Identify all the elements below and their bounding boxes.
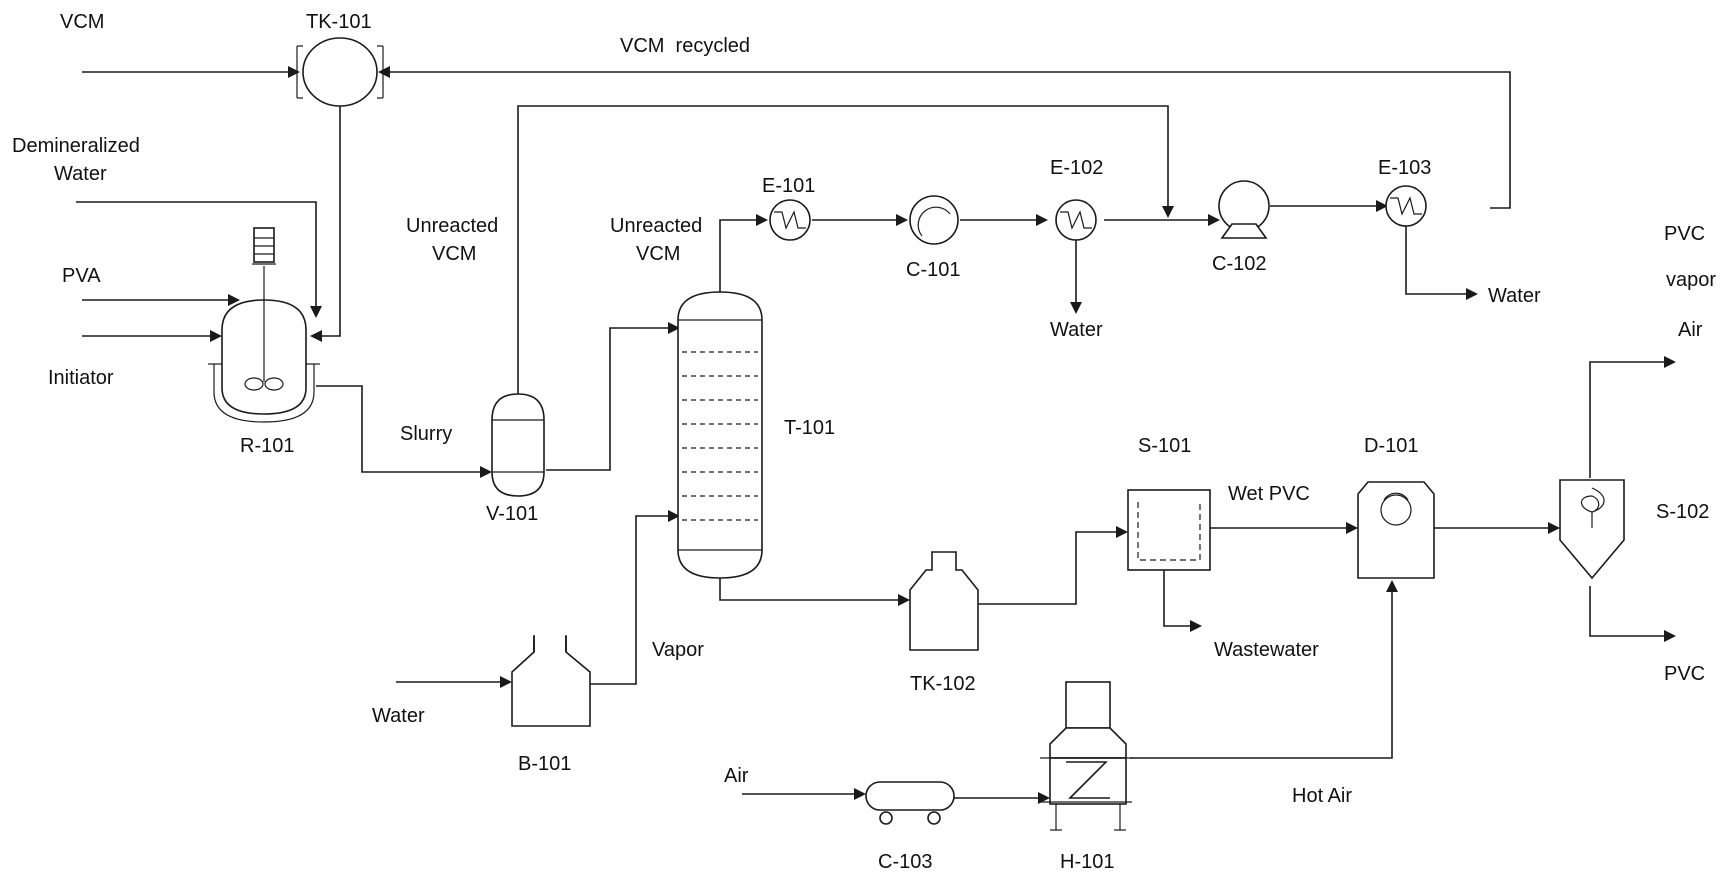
- stream-label-water-in: Water: [372, 705, 425, 727]
- stream-label-unreacted-top: Unreacted: [610, 215, 702, 237]
- stream-label-wastewater: Wastewater: [1214, 639, 1319, 661]
- label-e103: E-103: [1378, 157, 1431, 179]
- stream-lines: [76, 66, 1676, 804]
- stream-label-unreacted: Unreacted: [406, 215, 498, 237]
- stream-label-slurry: Slurry: [400, 423, 452, 445]
- stream-label-hot-air: Hot Air: [1292, 785, 1352, 807]
- label-h101: H-101: [1060, 851, 1114, 873]
- stream-label-pvc-out: PVC: [1664, 663, 1705, 685]
- label-d101: D-101: [1364, 435, 1418, 457]
- heat-exchanger-e101[interactable]: [769, 199, 811, 241]
- stream-label-air-out: Air: [1678, 319, 1703, 341]
- compressor-c101[interactable]: [909, 195, 959, 245]
- stream-label-initiator: Initiator: [48, 367, 114, 389]
- stream-label-unreacted-top-vcm: VCM: [636, 243, 680, 265]
- stream-label-water-e103: Water: [1488, 285, 1541, 307]
- label-c102: C-102: [1212, 253, 1266, 275]
- reactor-r101[interactable]: [208, 227, 320, 423]
- cyclone-s102[interactable]: [1559, 479, 1625, 580]
- stream-label-vcm: VCM: [60, 11, 104, 33]
- label-e102: E-102: [1050, 157, 1103, 179]
- label-b101: B-101: [518, 753, 571, 775]
- tank-tk102[interactable]: [909, 551, 979, 651]
- separator-s101[interactable]: [1127, 489, 1211, 571]
- label-tk102: TK-102: [910, 673, 976, 695]
- pump-c102[interactable]: [1218, 180, 1270, 239]
- boiler-b101[interactable]: [511, 620, 591, 727]
- stream-label-vapor: Vapor: [652, 639, 704, 661]
- stream-label-demineralized: Demineralized: [12, 135, 140, 157]
- blower-c103[interactable]: [865, 781, 955, 825]
- stream-label-unreacted-vcm: VCM: [432, 243, 476, 265]
- heat-exchanger-e102[interactable]: [1055, 199, 1097, 241]
- stream-label-pvc-vapor: PVC: [1664, 223, 1705, 245]
- stream-label-water-e102: Water: [1050, 319, 1103, 341]
- stream-label-vcm-recycled: VCM recycled: [620, 35, 750, 57]
- label-e101: E-101: [762, 175, 815, 197]
- label-s102: S-102: [1656, 501, 1709, 523]
- stream-label-pva: PVA: [62, 265, 101, 287]
- label-t101: T-101: [784, 417, 835, 439]
- stream-label-demineralized-water: Water: [54, 163, 107, 185]
- label-r101: R-101: [240, 435, 294, 457]
- label-c103: C-103: [878, 851, 932, 873]
- vessel-v101[interactable]: [491, 393, 545, 497]
- heat-exchanger-e103[interactable]: [1385, 185, 1427, 227]
- heater-h101[interactable]: [1040, 681, 1132, 831]
- tank-tk101[interactable]: [296, 37, 384, 107]
- column-t101[interactable]: [677, 291, 763, 579]
- label-c101: C-101: [906, 259, 960, 281]
- label-tk101: TK-101: [306, 11, 372, 33]
- label-s101: S-101: [1138, 435, 1191, 457]
- label-v101: V-101: [486, 503, 538, 525]
- stream-label-air-in: Air: [724, 765, 749, 787]
- stream-label-wet-pvc: Wet PVC: [1228, 483, 1310, 505]
- dryer-d101[interactable]: [1357, 481, 1435, 579]
- stream-label-pvc-vapor-2: vapor: [1666, 269, 1716, 291]
